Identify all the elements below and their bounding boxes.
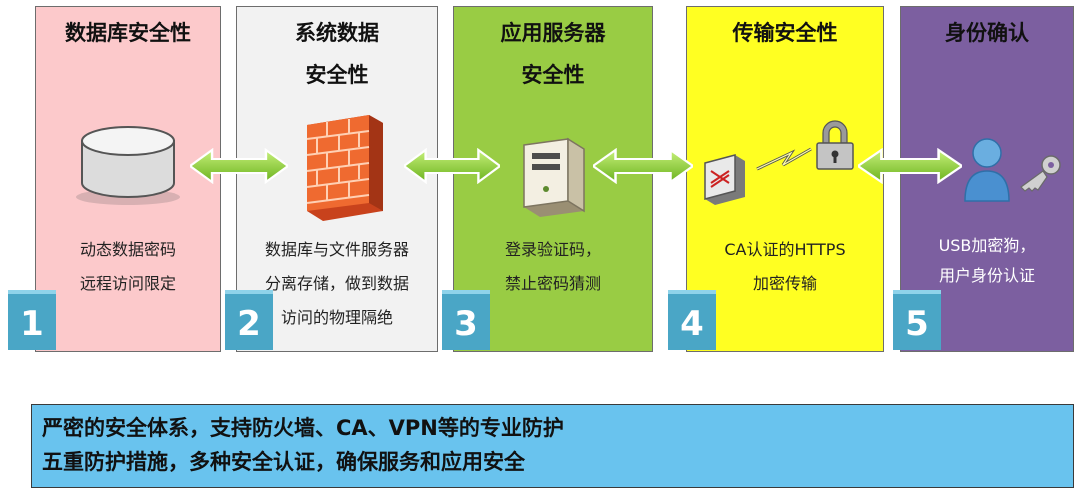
panel-title: 数据库安全性	[65, 21, 191, 45]
panel-desc-line: 登录验证码，	[504, 240, 601, 259]
step-number-badge: 2	[225, 290, 273, 350]
panel-title-line: 应用服务器	[500, 21, 606, 45]
panel-transmission-security: 传输安全性 CA认证的HTTPS 加密传输	[686, 6, 884, 352]
double-arrow-icon	[404, 148, 500, 184]
step-number-badge: 4	[668, 290, 716, 350]
panel-desc-line: 访问的物理隔绝	[280, 308, 393, 327]
panel-desc-line: 用户身份认证	[938, 266, 1035, 285]
summary-banner: 严密的安全体系，支持防火墙、CA、VPN等的专业防护 五重防护措施，多种安全认证…	[31, 404, 1074, 488]
banner-line: 五重防护措施，多种安全认证，确保服务和应用安全	[42, 450, 525, 474]
panel-desc-line: 分离存储，做到数据	[264, 274, 409, 293]
encrypted-transmission-icon	[704, 120, 854, 205]
panel-database-security: 数据库安全性 动态数据密码 远程访问限定	[35, 6, 221, 352]
step-number-badge: 3	[442, 290, 490, 350]
server-icon	[523, 137, 585, 217]
panel-desc-line: CA认证的HTTPS	[724, 240, 846, 259]
panel-title-line: 安全性	[305, 63, 369, 87]
panel-title-line: 系统数据	[295, 21, 379, 45]
panel-title-line: 安全性	[521, 63, 585, 87]
user-key-icon	[964, 138, 1061, 202]
panel-desc-line: 禁止密码猜测	[504, 274, 601, 293]
panel-desc-line: USB加密狗，	[938, 236, 1036, 255]
step-number-badge: 5	[893, 290, 941, 350]
banner-line: 严密的安全体系，支持防火墙、CA、VPN等的专业防护	[42, 416, 564, 440]
panel-desc-line: 动态数据密码	[79, 240, 176, 259]
double-arrow-icon	[858, 148, 962, 184]
double-arrow-icon	[190, 148, 288, 184]
step-number-badge: 1	[8, 290, 56, 350]
double-arrow-icon	[593, 148, 693, 184]
panel-desc-line: 数据库与文件服务器	[264, 240, 409, 259]
database-icon	[76, 126, 180, 205]
firewall-icon	[306, 115, 383, 221]
panel-desc-line: 加密传输	[752, 274, 817, 293]
panel-title: 传输安全性	[732, 21, 838, 45]
panel-title: 身份确认	[945, 21, 1029, 45]
panel-desc-line: 远程访问限定	[79, 274, 176, 293]
